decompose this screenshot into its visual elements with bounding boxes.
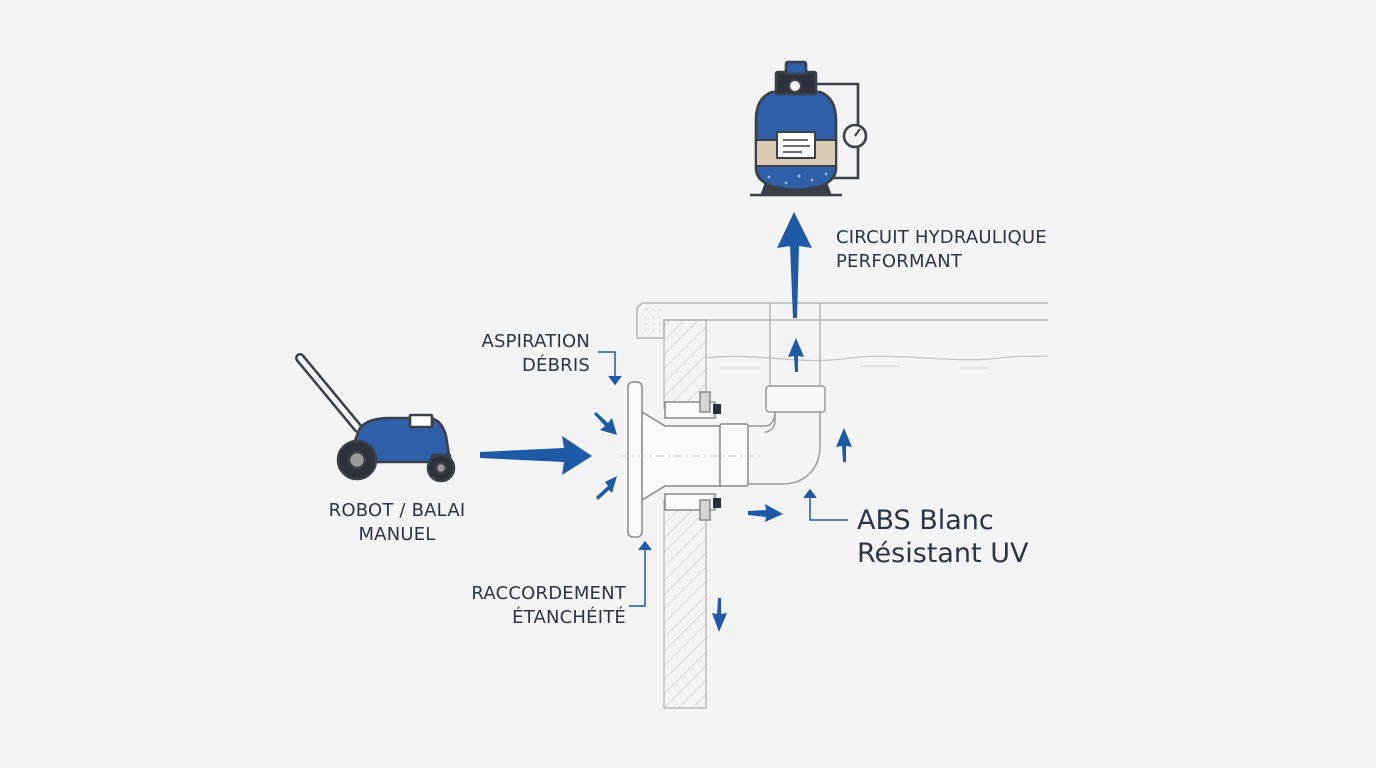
outflow-arrow-main <box>777 212 812 318</box>
label-abs-blanc: ABS Blanc Résistant UV <box>857 505 1029 569</box>
flow-arrows <box>480 212 852 632</box>
inflow-arrow-main <box>480 436 592 475</box>
sand-filter-icon <box>750 60 868 197</box>
skimmer-body <box>620 381 760 538</box>
pipe-arrow-up <box>788 338 804 372</box>
wall-arrow-down <box>712 598 727 632</box>
elbow-arrow-up <box>836 428 852 462</box>
side-arrow-right <box>748 504 783 522</box>
label-circuit-hydraulique: CIRCUIT HYDRAULIQUE PERFORMANT <box>836 227 1047 272</box>
inflow-arrow-lower <box>596 476 617 500</box>
label-robot-balai: ROBOT / BALAI MANUEL <box>328 500 466 545</box>
pool-robot-icon <box>295 353 456 483</box>
label-raccordement-etancheite: RACCORDEMENT ÉTANCHÉITÉ <box>471 583 626 628</box>
pool-structure <box>636 302 1049 709</box>
leader-lines <box>598 351 848 607</box>
label-aspiration-debris: ASPIRATION DÉBRIS <box>481 331 590 376</box>
inflow-arrow-upper <box>594 412 617 435</box>
